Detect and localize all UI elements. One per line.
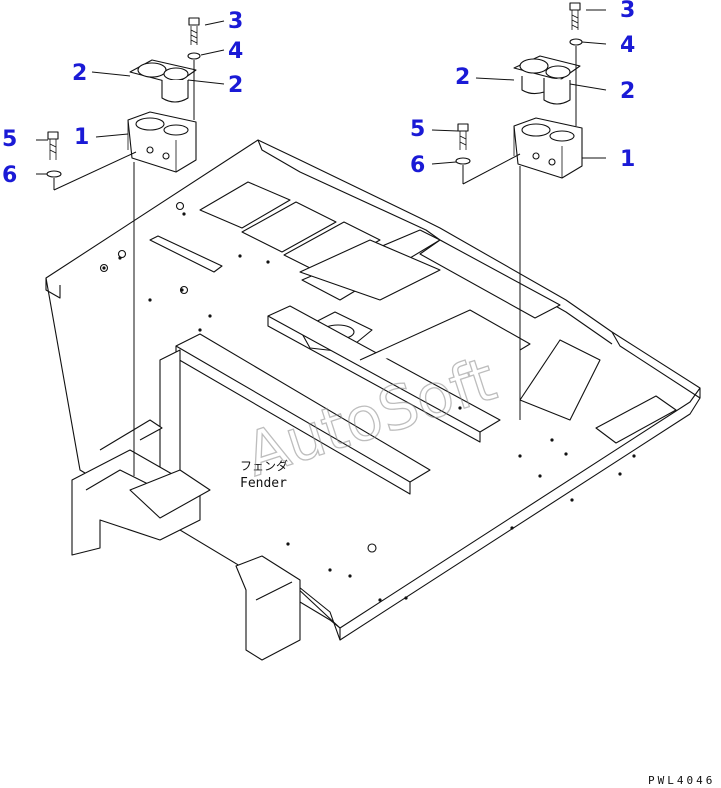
washer-6-left — [46, 170, 62, 178]
bolt-5-left — [47, 131, 59, 160]
callout-2-right-outer: 2 — [455, 65, 470, 90]
callout-2-left-inner: 2 — [228, 73, 243, 98]
callout-labels: 3 4 2 2 5 1 6 3 4 2 2 5 1 6 — [2, 0, 635, 188]
callout-6-right: 6 — [410, 153, 425, 178]
bracket-1-left — [127, 111, 197, 173]
fender-label-japanese: フェンダ — [240, 458, 288, 473]
cushion-2-left — [129, 59, 197, 103]
drawing-code: PWL4046 — [648, 774, 715, 787]
callout-5-right: 5 — [410, 117, 425, 142]
washer-6-right — [455, 157, 471, 165]
callout-4-right: 4 — [620, 33, 635, 58]
left-mount-assembly — [36, 17, 225, 476]
callout-4-left: 4 — [228, 39, 243, 64]
callout-3-right: 3 — [620, 0, 635, 23]
callout-2-right-inner: 2 — [620, 79, 635, 104]
callout-1-left: 1 — [74, 125, 89, 150]
callout-2-left-outer: 2 — [72, 61, 87, 86]
washer-4-right — [569, 38, 583, 46]
right-mount-assembly — [431, 2, 607, 420]
callout-1-right: 1 — [620, 147, 635, 172]
bolt-3-right — [569, 2, 581, 30]
cushion-2-right — [513, 55, 581, 105]
fender-frame — [45, 139, 701, 661]
bolt-5-right — [457, 123, 469, 150]
callout-3-left: 3 — [228, 9, 243, 34]
bolt-3-left — [188, 17, 200, 45]
bracket-1-right — [513, 117, 583, 179]
callout-6-left: 6 — [2, 163, 17, 188]
washer-4-left — [187, 52, 201, 60]
callout-5-left: 5 — [2, 127, 17, 152]
fender-label-english: Fender — [240, 476, 287, 491]
